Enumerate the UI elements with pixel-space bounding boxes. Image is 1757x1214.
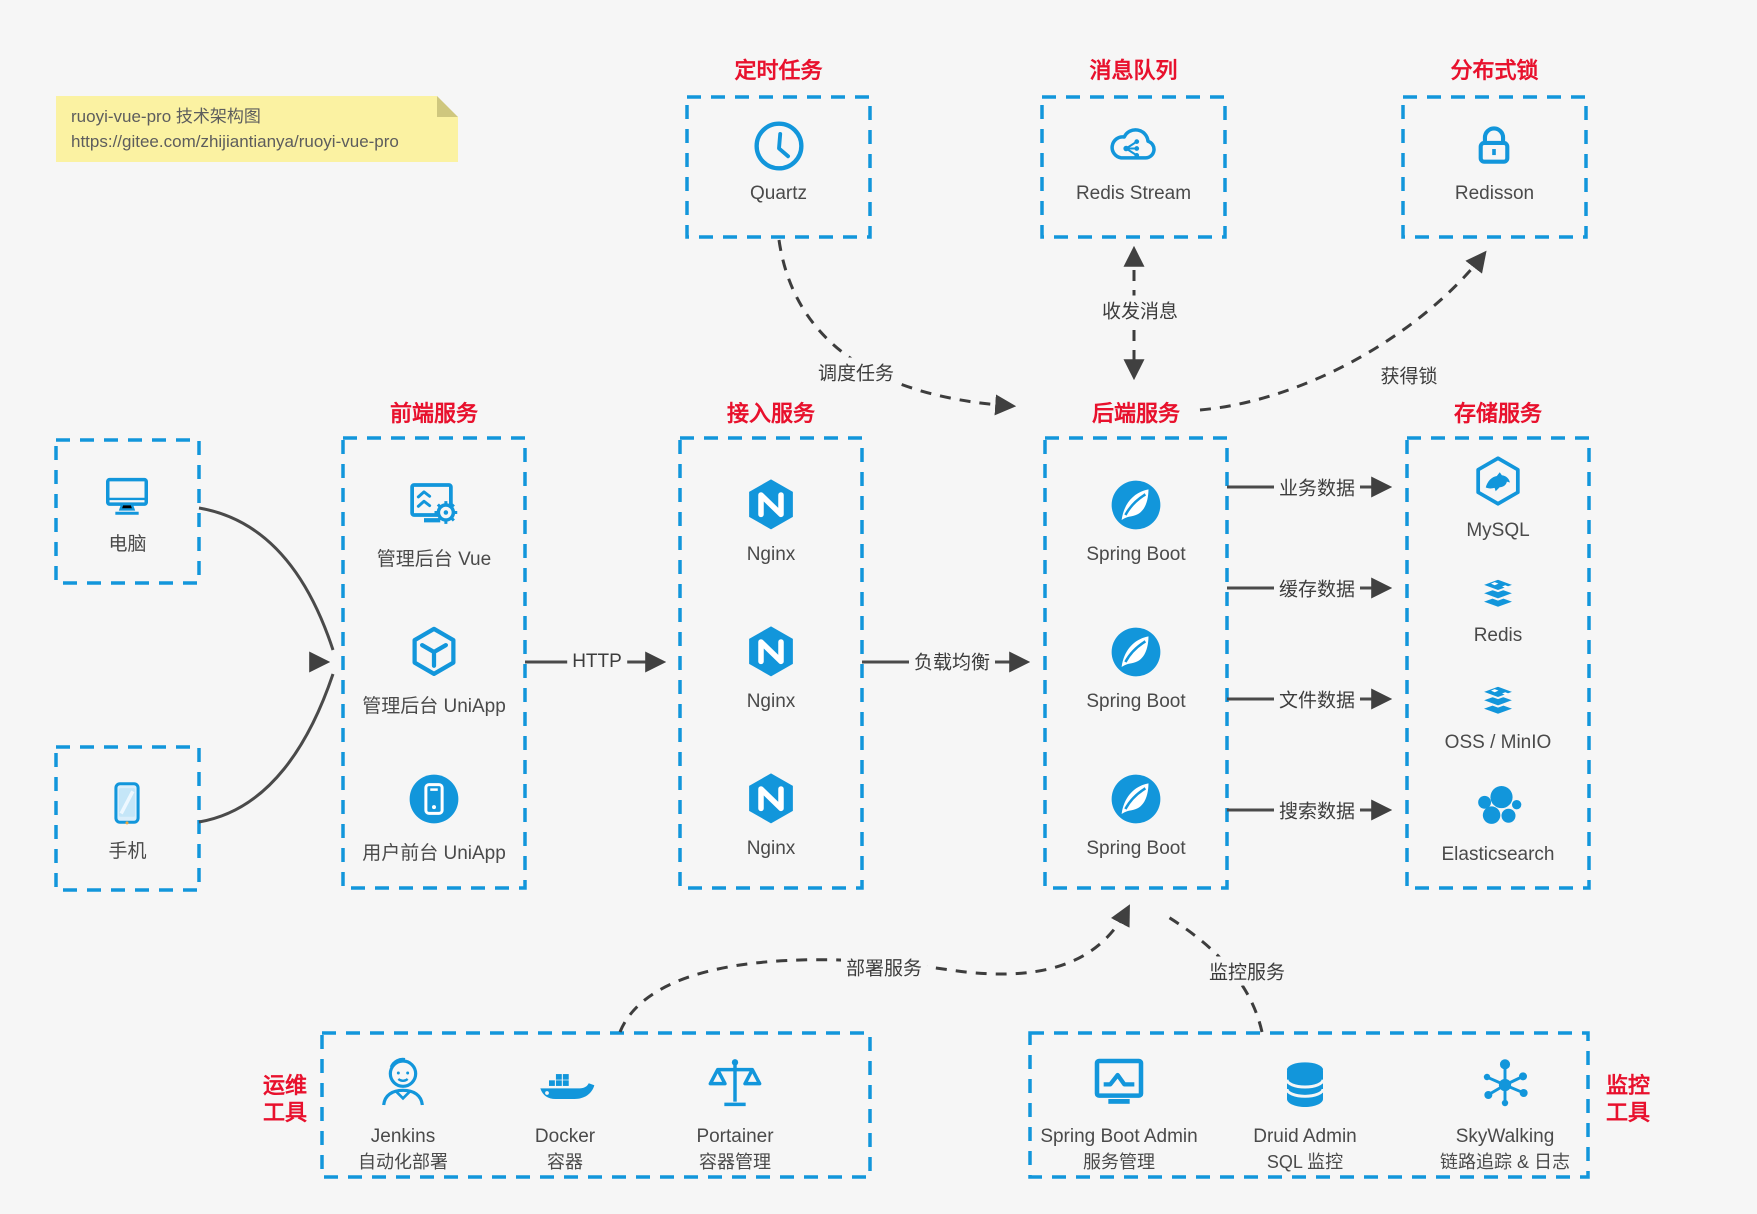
spring-boot-icon: [1106, 475, 1166, 535]
portainer-icon: [703, 1051, 767, 1115]
portainer-sublabel: 容器管理: [699, 1152, 771, 1172]
spring-boot-label: Spring Boot: [1086, 544, 1186, 565]
druid-label: Druid Admin: [1253, 1126, 1357, 1147]
redis-label: Redis: [1473, 625, 1523, 646]
docker-label: Docker: [534, 1126, 596, 1147]
spring-boot-admin-icon: [1087, 1051, 1151, 1115]
edge-label-schedule: 调度任务: [812, 357, 900, 387]
oss-minio-label: OSS / MinIO: [1444, 732, 1552, 753]
title-backend: 后端服务: [1091, 401, 1180, 426]
monitor-tools-side-label: 监控 工具: [1588, 1072, 1668, 1126]
edge-label-search-data: 搜索数据: [1273, 795, 1361, 825]
backend-box: [1043, 436, 1229, 890]
docker-sublabel: 容器: [547, 1152, 583, 1172]
edge-label-deploy: 部署服务: [840, 952, 928, 982]
nginx-icon: [741, 475, 801, 535]
title-message-queue: 消息队列: [1089, 58, 1178, 83]
phone-label: 手机: [108, 841, 147, 862]
title-storage: 存储服务: [1453, 401, 1542, 426]
lock-icon: [1465, 117, 1523, 175]
quartz-box: [685, 95, 872, 239]
group-boxes: [54, 95, 1591, 1179]
ops-side-line2: 工具: [262, 1100, 307, 1125]
edge-phone-frontend: [198, 673, 335, 824]
spring-boot-icon: [1106, 769, 1166, 829]
druid-sublabel: SQL 监控: [1266, 1152, 1344, 1172]
jenkins-icon: [371, 1051, 435, 1115]
admin-uniapp-label: 管理后台 UniApp: [362, 696, 506, 717]
cloud-queue-icon: [1102, 116, 1164, 176]
object-storage-icon: [1470, 671, 1526, 727]
spring-boot-label: Spring Boot: [1086, 691, 1186, 712]
title-scheduled-tasks: 定时任务: [734, 58, 823, 83]
edge-label-messaging: 收发消息: [1096, 295, 1184, 325]
gateway-box: [678, 436, 864, 890]
note-url: https://gitee.com/zhijiantianya/ruoyi-vu…: [71, 132, 399, 151]
uniapp-cube-icon: [404, 622, 464, 682]
edge-label-load-balance: 负载均衡: [908, 646, 996, 676]
skywalking-icon: [1473, 1051, 1537, 1115]
quartz-label: Quartz: [749, 183, 808, 204]
spring-boot-icon: [1106, 622, 1166, 682]
nginx-label: Nginx: [746, 691, 796, 712]
pc-label: 电脑: [108, 534, 147, 555]
title-distributed-lock: 分布式锁: [1450, 58, 1539, 83]
edge-label-business-data: 业务数据: [1273, 472, 1361, 502]
admin-vue-icon: [404, 475, 464, 535]
ops-side-line1: 运维: [262, 1073, 307, 1098]
skywalking-sublabel: 链路追踪 & 日志: [1439, 1152, 1570, 1172]
portainer-label: Portainer: [696, 1126, 774, 1147]
edge-label-monitor: 监控服务: [1203, 956, 1291, 986]
spring-boot-label: Spring Boot: [1086, 838, 1186, 859]
mysql-label: MySQL: [1466, 520, 1530, 541]
ops-tools-box: [320, 1031, 872, 1179]
edge-label-file-data: 文件数据: [1273, 684, 1361, 714]
user-uniapp-label: 用户前台 UniApp: [362, 843, 506, 864]
clock-icon: [750, 117, 808, 175]
edge-label-acquire-lock: 获得锁: [1375, 360, 1443, 390]
title-frontend: 前端服务: [389, 401, 478, 426]
redis-stream-label: Redis Stream: [1075, 183, 1192, 204]
mysql-icon: [1470, 453, 1526, 509]
note-title: ruoyi-vue-pro 技术架构图: [71, 107, 261, 126]
monitor-side-line1: 监控: [1605, 1073, 1650, 1098]
redisson-label: Redisson: [1454, 183, 1535, 204]
jenkins-sublabel: 自动化部署: [358, 1152, 448, 1172]
nginx-label: Nginx: [746, 544, 796, 565]
edge-lock-curve: [1199, 250, 1487, 412]
spring-boot-admin-label: Spring Boot Admin: [1040, 1126, 1198, 1147]
monitor-tools-box: [1028, 1031, 1590, 1179]
edge-label-http: HTTP: [567, 650, 627, 674]
skywalking-label: SkyWalking: [1455, 1126, 1555, 1147]
edge-pc-frontend: [198, 506, 335, 651]
title-gateway: 接入服务: [726, 401, 815, 426]
user-app-icon: [404, 769, 464, 829]
spring-boot-admin-sublabel: 服务管理: [1083, 1152, 1155, 1172]
docker-icon: [533, 1053, 597, 1117]
admin-vue-label: 管理后台 Vue: [376, 549, 492, 570]
elasticsearch-icon: [1470, 779, 1526, 835]
elasticsearch-label: Elasticsearch: [1441, 844, 1555, 865]
mobile-icon: [99, 775, 155, 831]
edge-label-cache-data: 缓存数据: [1273, 573, 1361, 603]
desktop-icon: [99, 468, 155, 524]
mq-box: [1040, 95, 1227, 239]
monitor-side-line2: 工具: [1605, 1100, 1650, 1125]
lock-box: [1401, 95, 1588, 239]
storage-box: [1405, 436, 1591, 890]
druid-icon: [1273, 1053, 1337, 1117]
sticky-note: ruoyi-vue-pro 技术架构图 https://gitee.com/zh…: [56, 96, 458, 162]
note-fold-corner: [437, 96, 458, 117]
nginx-icon: [741, 622, 801, 682]
nginx-label: Nginx: [746, 838, 796, 859]
jenkins-label: Jenkins: [370, 1126, 436, 1147]
frontend-box: [341, 436, 527, 890]
nginx-icon: [741, 769, 801, 829]
redis-icon: [1470, 564, 1526, 620]
ops-tools-side-label: 运维 工具: [245, 1072, 325, 1126]
